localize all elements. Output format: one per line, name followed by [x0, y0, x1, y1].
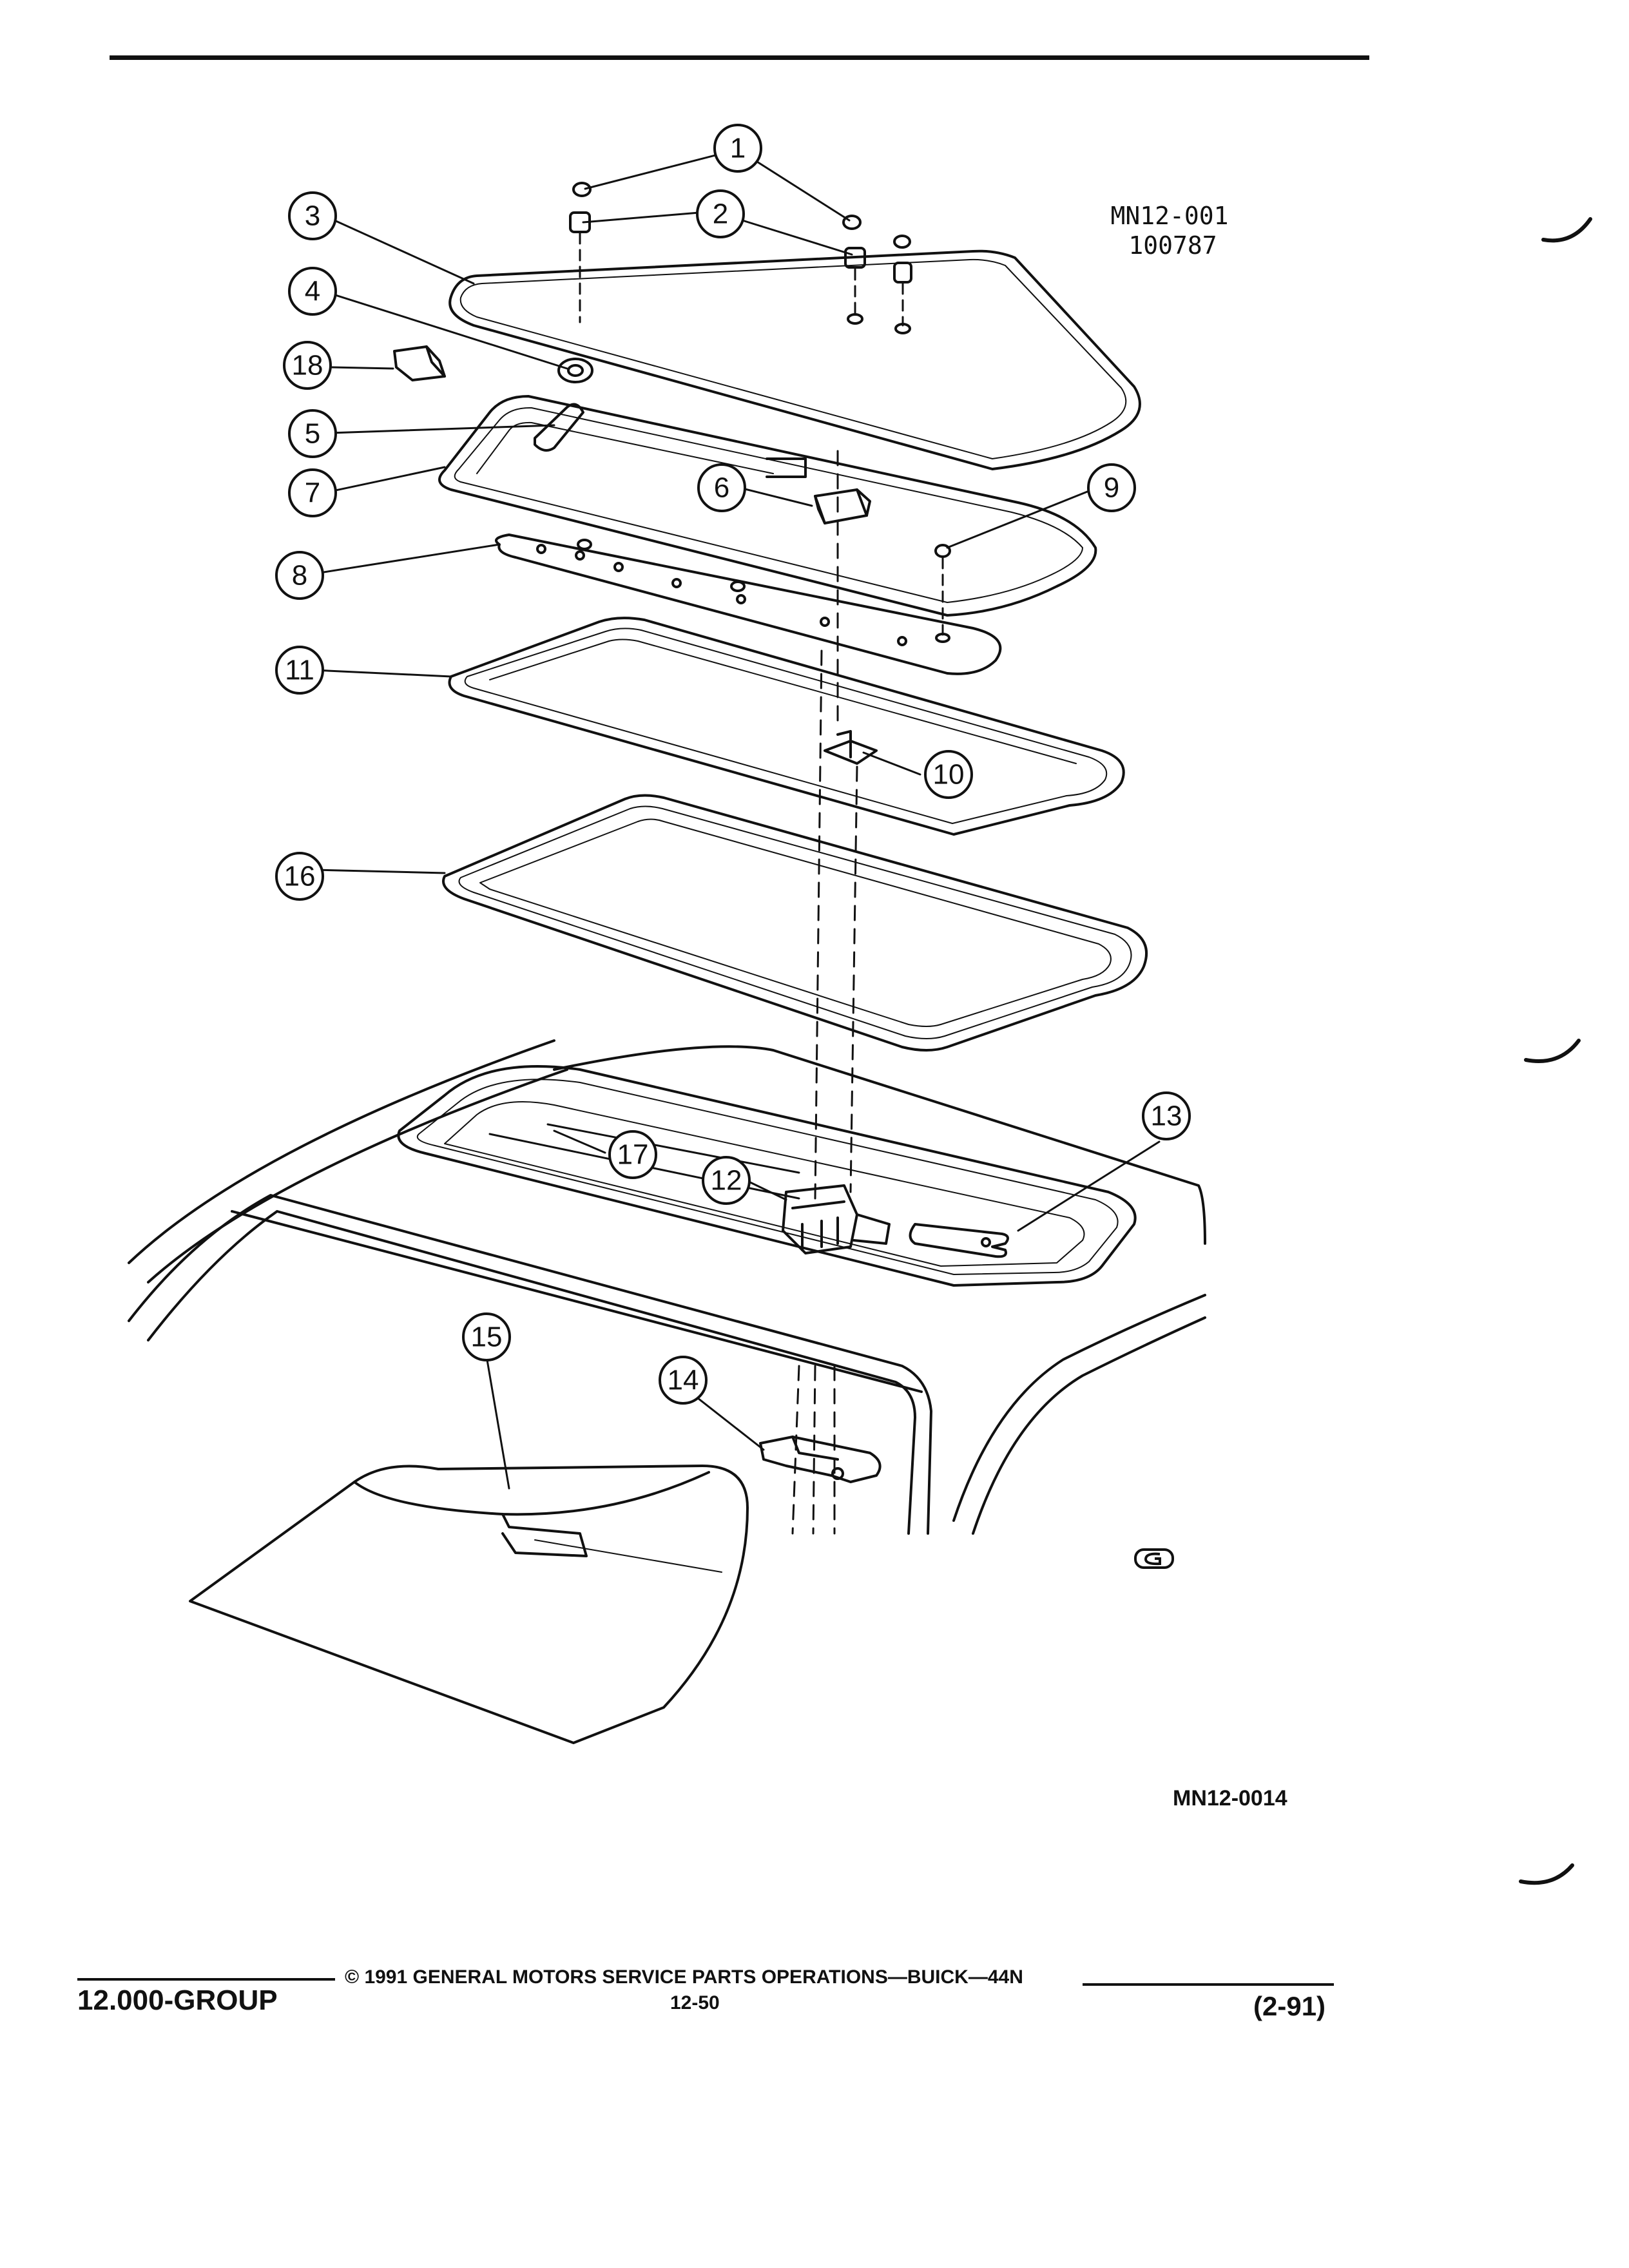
- callout-12: 12: [702, 1156, 751, 1205]
- callout-circle: [924, 750, 973, 799]
- callout-17: 17: [608, 1130, 657, 1179]
- glass-frame-assembly: [438, 395, 1097, 617]
- callout-number: 15: [471, 1321, 503, 1353]
- callout-4: 4: [288, 267, 337, 316]
- callout-circle: [713, 124, 762, 173]
- footer-revision: (2-91): [1253, 1991, 1326, 2021]
- callout-circle: [1142, 1091, 1191, 1140]
- callout-number: 1: [730, 133, 746, 164]
- reference-code-top: MN12-001: [1110, 202, 1229, 230]
- callout-circle: [288, 191, 337, 240]
- callout-11: 11: [275, 646, 324, 695]
- storage-bag: [189, 1465, 749, 1744]
- footer-page-number: 12-50: [670, 1992, 720, 2013]
- drive-cable: [546, 1123, 800, 1174]
- callout-circle: [659, 1356, 708, 1405]
- header-rule: [110, 55, 1369, 60]
- callout-14: 14: [659, 1356, 708, 1405]
- footer-copyright: © 1991 GENERAL MOTORS SERVICE PARTS OPER…: [345, 1966, 1023, 1988]
- callout-number: 13: [1151, 1100, 1182, 1132]
- callout-circle: [275, 646, 324, 695]
- callout-13: 13: [1142, 1091, 1191, 1140]
- side-rail-part: [495, 533, 1002, 675]
- callout-15: 15: [462, 1312, 511, 1361]
- callout-number: 6: [714, 472, 729, 504]
- callout-number: 14: [668, 1365, 699, 1396]
- callout-number: 4: [305, 276, 320, 307]
- glass-panel: [448, 249, 1141, 470]
- clip-part: [393, 345, 446, 381]
- callout-circle: [288, 468, 337, 517]
- weatherstrip-seal: [442, 794, 1148, 1052]
- footer-rule-left: [77, 1978, 335, 1981]
- callout-3: 3: [288, 191, 337, 240]
- callout-number: 7: [305, 477, 320, 509]
- footer-rule-right: [1083, 1983, 1334, 1986]
- vehicle-roof: [128, 1039, 1206, 1535]
- mounting-plate: [909, 1223, 1009, 1258]
- latch-assembly: [782, 1184, 891, 1254]
- callout-16: 16: [275, 852, 324, 901]
- callout-circle: [696, 189, 745, 238]
- callout-number: 10: [933, 759, 965, 791]
- callout-8: 8: [275, 551, 324, 600]
- callout-circle: [275, 852, 324, 901]
- callout-circle: [288, 409, 337, 458]
- gm-logo-mark: [1134, 1548, 1174, 1569]
- nut-part: [557, 358, 593, 383]
- callout-number: 8: [292, 560, 307, 591]
- callout-number: 18: [292, 350, 323, 381]
- alignment-lines: [791, 450, 858, 1535]
- date-code: 100787: [1128, 231, 1217, 260]
- guide-clip-part: [824, 730, 878, 765]
- callout-1: 1: [713, 124, 762, 173]
- callout-number: 9: [1104, 472, 1119, 504]
- lower-clip: [759, 1436, 882, 1483]
- callout-number: 16: [284, 861, 316, 892]
- callout-number: 3: [305, 200, 320, 232]
- leader-lines: [313, 148, 1161, 1490]
- callout-circle: [702, 1156, 751, 1205]
- callout-circle: [288, 267, 337, 316]
- callout-number: 2: [713, 198, 728, 230]
- callout-7: 7: [288, 468, 337, 517]
- callout-circle: [697, 463, 746, 512]
- callout-number: 5: [305, 418, 320, 450]
- binder-marks: [1519, 217, 1592, 1885]
- callout-9: 9: [1087, 463, 1136, 512]
- inner-seal-frame: [448, 617, 1125, 836]
- callout-18: 18: [283, 341, 332, 390]
- footer-group-label: 12.000-GROUP: [77, 1984, 278, 2016]
- callout-10: 10: [924, 750, 973, 799]
- screws-and-spacers: [569, 182, 912, 334]
- callout-2: 2: [696, 189, 745, 238]
- callout-circle: [608, 1130, 657, 1179]
- callout-number: 11: [285, 655, 314, 686]
- callout-circle: [462, 1312, 511, 1361]
- callout-5: 5: [288, 409, 337, 458]
- callout-number: 17: [617, 1139, 649, 1171]
- callout-circle: [1087, 463, 1136, 512]
- screw-part: [934, 544, 951, 643]
- callout-circle: [283, 341, 332, 390]
- reference-code-bottom: MN12-0014: [1173, 1786, 1287, 1811]
- callout-circle: [275, 551, 324, 600]
- callout-number: 12: [711, 1165, 742, 1196]
- callout-6: 6: [697, 463, 746, 512]
